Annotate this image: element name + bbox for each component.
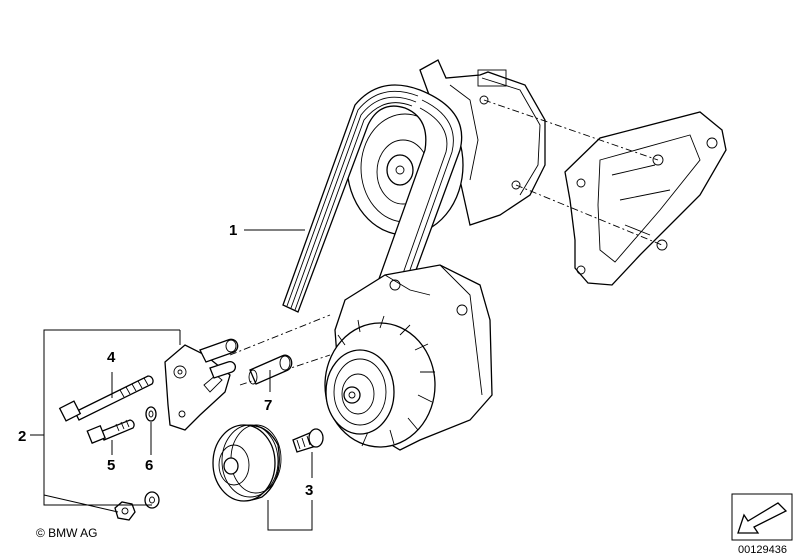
document-number: 00129436 bbox=[738, 544, 787, 556]
pulley-screw bbox=[292, 428, 324, 453]
callout-4: 4 bbox=[107, 349, 116, 366]
callout-5: 5 bbox=[107, 457, 115, 474]
callout-6: 6 bbox=[145, 457, 153, 474]
pulley bbox=[212, 424, 282, 502]
arrow-down-left-icon bbox=[731, 493, 793, 541]
callout-2: 2 bbox=[18, 428, 26, 445]
washer bbox=[144, 406, 160, 509]
ribbed-v-belt bbox=[282, 84, 463, 313]
tensioner-bracket bbox=[164, 338, 239, 431]
long-bolt bbox=[58, 375, 154, 422]
callout-3: 3 bbox=[305, 482, 313, 499]
leader-lines bbox=[30, 229, 313, 531]
alternator bbox=[324, 264, 493, 451]
callout-7: 7 bbox=[264, 397, 272, 414]
hex-nut bbox=[114, 501, 136, 521]
compressor-bracket bbox=[564, 111, 727, 286]
short-bolt bbox=[86, 419, 135, 444]
copyright-text: © BMW AG bbox=[36, 526, 98, 540]
sleeve bbox=[248, 354, 293, 385]
callout-1: 1 bbox=[229, 222, 237, 239]
